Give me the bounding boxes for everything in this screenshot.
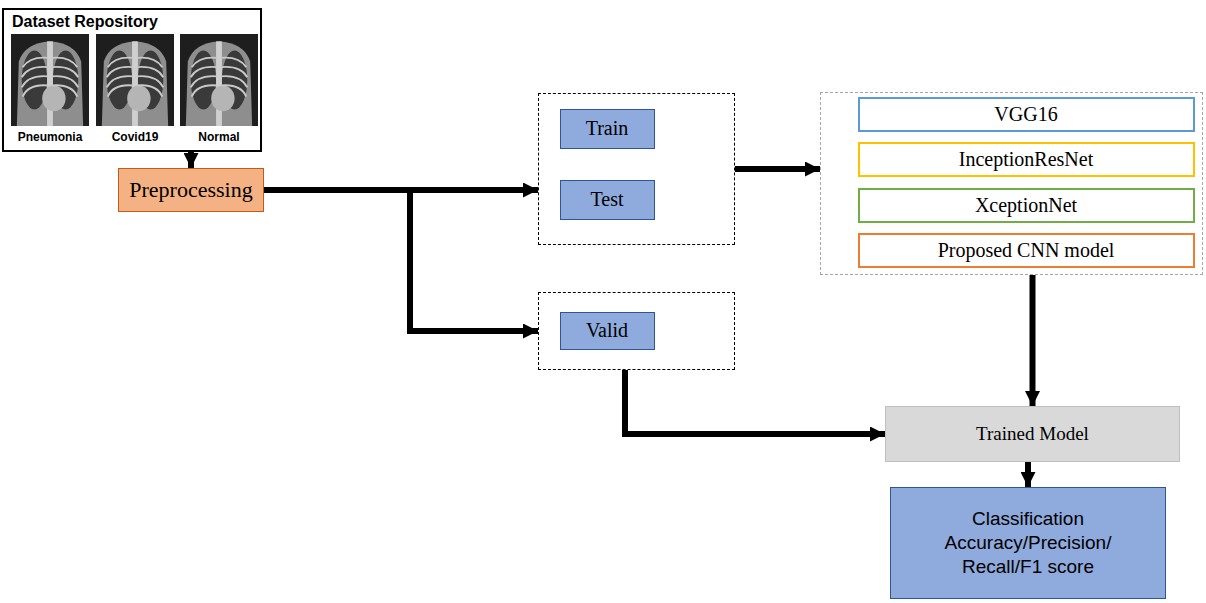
- connector-arrow: [264, 190, 538, 331]
- image-label: Normal: [177, 130, 261, 144]
- node-text: Proposed CNN model: [938, 239, 1115, 262]
- process-box: Preprocessing: [118, 168, 264, 212]
- node-text: Dataset Repository: [12, 13, 158, 31]
- connector-arrow: [735, 166, 820, 172]
- split-box: Test: [560, 180, 655, 220]
- node-text: Valid: [586, 319, 628, 342]
- node-text: XceptionNet: [975, 194, 1077, 217]
- xray-image: [11, 34, 89, 126]
- connector-arrow: [188, 152, 194, 168]
- split-box: Valid: [560, 312, 655, 350]
- xray-image: [180, 34, 258, 126]
- node-text: VGG16: [994, 103, 1057, 126]
- output-box: Classification Accuracy/Precision/ Recal…: [890, 487, 1166, 599]
- split-box: Train: [560, 109, 655, 149]
- model-box: Proposed CNN model: [858, 233, 1195, 268]
- image-label: Covid19: [93, 130, 177, 144]
- model-box: InceptionResNet: [858, 142, 1195, 177]
- node-text: Test: [590, 188, 623, 211]
- node-text: Preprocessing: [129, 177, 252, 202]
- node-text: Classification Accuracy/Precision/ Recal…: [909, 507, 1147, 578]
- node-text: InceptionResNet: [959, 148, 1093, 171]
- dashed-group: Valid: [538, 292, 735, 370]
- connector-arrow: [1030, 275, 1036, 406]
- node-text: Train: [586, 117, 629, 140]
- connector-arrow: [1025, 462, 1031, 487]
- dashed-group: VGG16InceptionResNetXceptionNetProposed …: [820, 92, 1203, 275]
- result-box: Trained Model: [885, 406, 1180, 462]
- image-label: Pneumonia: [8, 130, 92, 144]
- dashed-group: TrainTest: [538, 93, 735, 245]
- xray-image: [96, 34, 174, 126]
- node-text: Trained Model: [976, 423, 1089, 445]
- model-box: VGG16: [858, 97, 1195, 132]
- model-box: XceptionNet: [858, 188, 1195, 223]
- connector-arrow: [625, 370, 885, 434]
